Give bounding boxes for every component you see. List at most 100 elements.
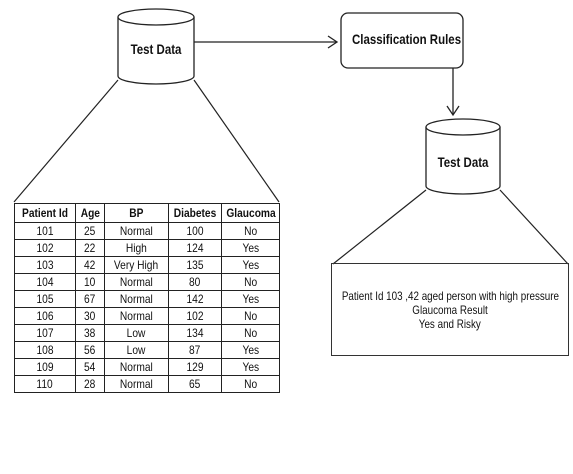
table-cell: 124 [168, 239, 222, 257]
table-header-row: Patient Id Age BP Diabetes Glaucoma [14, 203, 280, 223]
table-cell-value: 54 [84, 359, 96, 374]
table-cell-value: 124 [186, 240, 204, 255]
table-cell-value: 101 [36, 223, 54, 238]
table-cell-value: 28 [84, 376, 96, 391]
table-cell-value: Normal [120, 376, 153, 391]
table-cell-value: 134 [186, 325, 204, 340]
table-cell: 107 [14, 324, 76, 342]
table-cell: 22 [75, 239, 105, 257]
fan-line-left [13, 79, 119, 203]
table-cell-value: 109 [36, 359, 54, 374]
table-cell: 42 [75, 256, 105, 274]
table-cell: Normal [104, 222, 169, 240]
table-cell: 65 [168, 375, 222, 393]
table-cell: 80 [168, 273, 222, 291]
table-cell-value: 110 [36, 376, 54, 391]
table-cell: 28 [75, 375, 105, 393]
table-header-label: Diabetes [173, 205, 217, 220]
table-cell-value: No [243, 376, 258, 391]
test-data-cylinder-right [425, 118, 501, 195]
classification-rules-box [340, 12, 464, 69]
fan-line-result-left [332, 189, 427, 265]
test-data-label-right: Test Data [437, 154, 489, 170]
table-row: 102 22 High 124 Yes [14, 239, 280, 257]
table-cell: 109 [14, 358, 76, 376]
table-cell: 38 [75, 324, 105, 342]
table-row: 101 25 Normal 100 No [14, 222, 280, 240]
table-cell: Low [104, 324, 169, 342]
table-cell-value: 56 [84, 342, 96, 357]
table-cell-value: High [126, 240, 147, 255]
table-cell-value: Yes [242, 342, 259, 357]
table-row: 110 28 Normal 65 No [14, 375, 280, 393]
table-cell: 110 [14, 375, 76, 393]
glaucoma-result-box: Patient Id 103 ,42 aged person with high… [331, 263, 569, 356]
table-cell: 106 [14, 307, 76, 325]
table-cell: 129 [168, 358, 222, 376]
table-cell-value: 135 [186, 257, 204, 272]
table-cell-value: 42 [84, 257, 96, 272]
table-cell-value: No [243, 325, 258, 340]
table-cell: Very High [104, 256, 169, 274]
table-cell-value: 100 [186, 223, 204, 238]
table-cell-value: Yes [242, 359, 259, 374]
table-header-cell: Patient Id [14, 203, 76, 223]
table-cell-value: 25 [84, 223, 96, 238]
table-cell: Normal [104, 375, 169, 393]
table-cell: 102 [14, 239, 76, 257]
table-cell-value: Normal [120, 274, 153, 289]
table-cell-value: 104 [36, 274, 54, 289]
table-cell: No [221, 307, 280, 325]
table-cell: No [221, 324, 280, 342]
table-cell-value: Normal [120, 291, 153, 306]
table-cell: No [221, 222, 280, 240]
classification-rules-label: Classification Rules [351, 31, 462, 47]
table-header-cell: Diabetes [168, 203, 222, 223]
table-cell-value: 10 [84, 274, 96, 289]
table-cell-value: 102 [186, 308, 204, 323]
table-cell: Yes [221, 341, 280, 359]
table-cell: 135 [168, 256, 222, 274]
table-cell-value: Normal [120, 308, 153, 323]
table-cell: Yes [221, 256, 280, 274]
table-cell-value: 80 [189, 274, 201, 289]
result-title-line: Glaucoma Result [412, 302, 488, 317]
table-cell: 105 [14, 290, 76, 308]
arrow-to-rules [194, 35, 339, 49]
table-cell: 10 [75, 273, 105, 291]
table-cell: High [104, 239, 169, 257]
table-header-label: BP [129, 205, 144, 220]
table-cell-value: No [243, 308, 258, 323]
table-header-label: Patient Id [22, 205, 68, 220]
table-cell-value: Yes [242, 291, 259, 306]
table-cell: 134 [168, 324, 222, 342]
table-header-cell: BP [104, 203, 169, 223]
table-header-label: Age [80, 205, 100, 220]
table-cell-value: 142 [186, 291, 204, 306]
table-cell-value: 107 [36, 325, 54, 340]
table-cell: Yes [221, 290, 280, 308]
table-cell: 108 [14, 341, 76, 359]
table-cell: 54 [75, 358, 105, 376]
test-data-cylinder-left [117, 8, 195, 85]
table-cell-value: 30 [84, 308, 96, 323]
table-cell-value: Normal [120, 359, 153, 374]
table-cell-value: Very High [114, 257, 159, 272]
table-cell: 87 [168, 341, 222, 359]
table-cell: 25 [75, 222, 105, 240]
table-cell: No [221, 273, 280, 291]
table-cell: Normal [104, 307, 169, 325]
table-cell-value: Normal [120, 223, 153, 238]
table-cell: 100 [168, 222, 222, 240]
table-header-cell: Age [75, 203, 105, 223]
table-cell-value: 22 [84, 240, 96, 255]
table-cell: Low [104, 341, 169, 359]
table-cell-value: No [243, 274, 258, 289]
table-header-cell: Glaucoma [221, 203, 280, 223]
table-cell: 142 [168, 290, 222, 308]
table-cell-value: Yes [242, 240, 259, 255]
table-cell-value: Yes [242, 257, 259, 272]
